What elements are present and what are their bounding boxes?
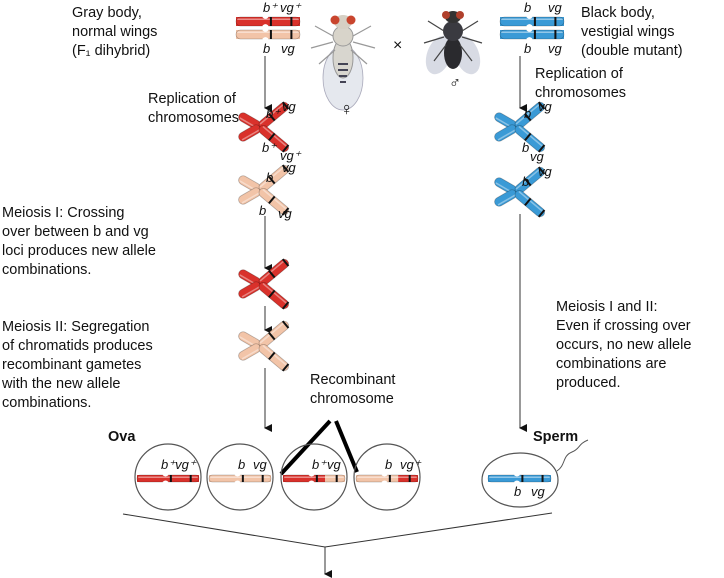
allele-label: vg — [327, 457, 342, 472]
allele-label: b — [522, 140, 529, 155]
crossed-over-chromosome — [238, 258, 290, 310]
duplicated-chromosome-mutant — [494, 166, 546, 218]
ovum-chromosome — [355, 473, 419, 484]
allele-label: b — [238, 457, 245, 472]
allele-label: b — [266, 170, 273, 185]
allele-label: vg⁺ — [400, 457, 422, 472]
allele-label: vg — [538, 99, 553, 114]
male-meiosis-description: Meiosis I and II: Even if crossing over … — [556, 298, 691, 393]
female-symbol: ♀ — [340, 99, 354, 119]
text-line: Recombinant — [310, 372, 396, 388]
allele-label: b — [524, 41, 531, 56]
allele-label: b — [522, 174, 529, 189]
allele-label: vg — [530, 149, 545, 164]
text-line: recombinant gametes — [2, 357, 142, 373]
desc-line: Black body, — [581, 5, 655, 21]
replication-label-left: Replication of chromosomes — [148, 90, 239, 128]
allele-label: vg — [538, 164, 553, 179]
ovum-cell — [206, 443, 274, 511]
desc-line: (double mutant) — [581, 43, 683, 59]
ovum-cell — [280, 443, 348, 511]
cross-symbol: × — [393, 37, 403, 54]
text-line: chromosomes — [535, 85, 627, 101]
allele-label: vg — [548, 0, 563, 15]
sperm-tail — [556, 439, 589, 472]
allele-label: vg — [278, 206, 293, 221]
allele-label: b — [524, 0, 531, 15]
allele-label: b⁺ — [263, 0, 278, 15]
recombinant-pointer-lines — [279, 419, 359, 476]
text-line: combinations are — [556, 356, 667, 372]
ovum-cell — [134, 443, 202, 511]
text-line: produced. — [556, 375, 621, 391]
text-line: Replication of — [148, 91, 236, 107]
text-line: chromosomes — [148, 110, 240, 126]
allele-label: vg — [281, 41, 296, 56]
allele-label: vg — [282, 160, 297, 175]
female-fly-icon — [310, 15, 376, 111]
text-line: with the new allele — [2, 376, 121, 392]
text-line: combinations. — [2, 395, 92, 411]
allele-label: vg — [253, 457, 268, 472]
allele-label: b⁺ — [266, 106, 281, 121]
female-description: Gray body, normal wings (F₁ dihybrid) — [72, 4, 157, 61]
text-line: loci produces new allele — [2, 243, 156, 259]
allele-label: b — [259, 203, 266, 218]
duplicated-chromosome-mutant — [494, 101, 546, 153]
desc-line: Gray body, — [72, 5, 142, 21]
text-line: of chromatids produces — [2, 338, 153, 354]
desc-line: (F₁ dihybrid) — [72, 43, 151, 59]
allele-label: b — [524, 106, 531, 121]
allele-label: b — [263, 41, 270, 56]
sperm-cell — [481, 452, 559, 508]
text-line: over between b and vg — [2, 224, 149, 240]
text-line: Meiosis I: Crossing — [2, 205, 125, 221]
text-line: Meiosis I and II: — [556, 299, 658, 315]
allele-label: vg⁺ — [280, 0, 302, 15]
ovum-chromosome — [136, 473, 200, 484]
ova-label: Ova — [108, 429, 136, 445]
duplicated-chromosome-recessive — [238, 164, 290, 216]
recombinant-label: Recombinant chromosome — [310, 371, 395, 409]
segregated-chromatids — [238, 320, 290, 372]
allele-label: vg⁺ — [280, 148, 302, 163]
sperm-label: Sperm — [533, 429, 579, 445]
text-line: combinations. — [2, 262, 92, 278]
allele-label: vg — [282, 99, 297, 114]
duplicated-chromosome-dominant — [238, 101, 290, 153]
male-chromosome — [499, 28, 565, 41]
allele-label: vg — [531, 484, 546, 499]
allele-label: b⁺ — [312, 457, 327, 472]
male-symbol: ♂ — [449, 75, 461, 92]
meiosis1-description: Meiosis I: Crossing over between b and v… — [2, 204, 156, 280]
allele-label: vg — [548, 41, 563, 56]
desc-line: normal wings — [72, 24, 158, 40]
female-chromosome-recessive — [235, 28, 301, 41]
male-description: Black body, vestigial wings (double muta… — [581, 4, 683, 61]
sperm-chromosome — [487, 473, 552, 484]
meiosis2-description: Meiosis II: Segregation of chromatids pr… — [2, 318, 153, 413]
fertilization-bracket — [122, 512, 553, 548]
allele-label: b — [514, 484, 521, 499]
text-line: Replication of — [535, 66, 623, 82]
ovum-cell — [353, 443, 421, 511]
text-line: Meiosis II: Segregation — [2, 319, 150, 335]
ovum-chromosome — [208, 473, 272, 484]
allele-label: b⁺ — [262, 140, 277, 155]
replication-label-right: Replication of chromosomes — [535, 65, 626, 103]
male-chromosome — [499, 15, 565, 28]
ovum-chromosome — [282, 473, 346, 484]
allele-label: b⁺vg⁺ — [161, 457, 197, 472]
text-line: chromosome — [310, 391, 394, 407]
male-fly-icon — [423, 11, 483, 75]
text-line: Even if crossing over — [556, 318, 691, 334]
allele-label: b — [385, 457, 392, 472]
text-line: occurs, no new allele — [556, 337, 692, 353]
desc-line: vestigial wings — [581, 24, 675, 40]
female-chromosome-dominant — [235, 15, 301, 28]
